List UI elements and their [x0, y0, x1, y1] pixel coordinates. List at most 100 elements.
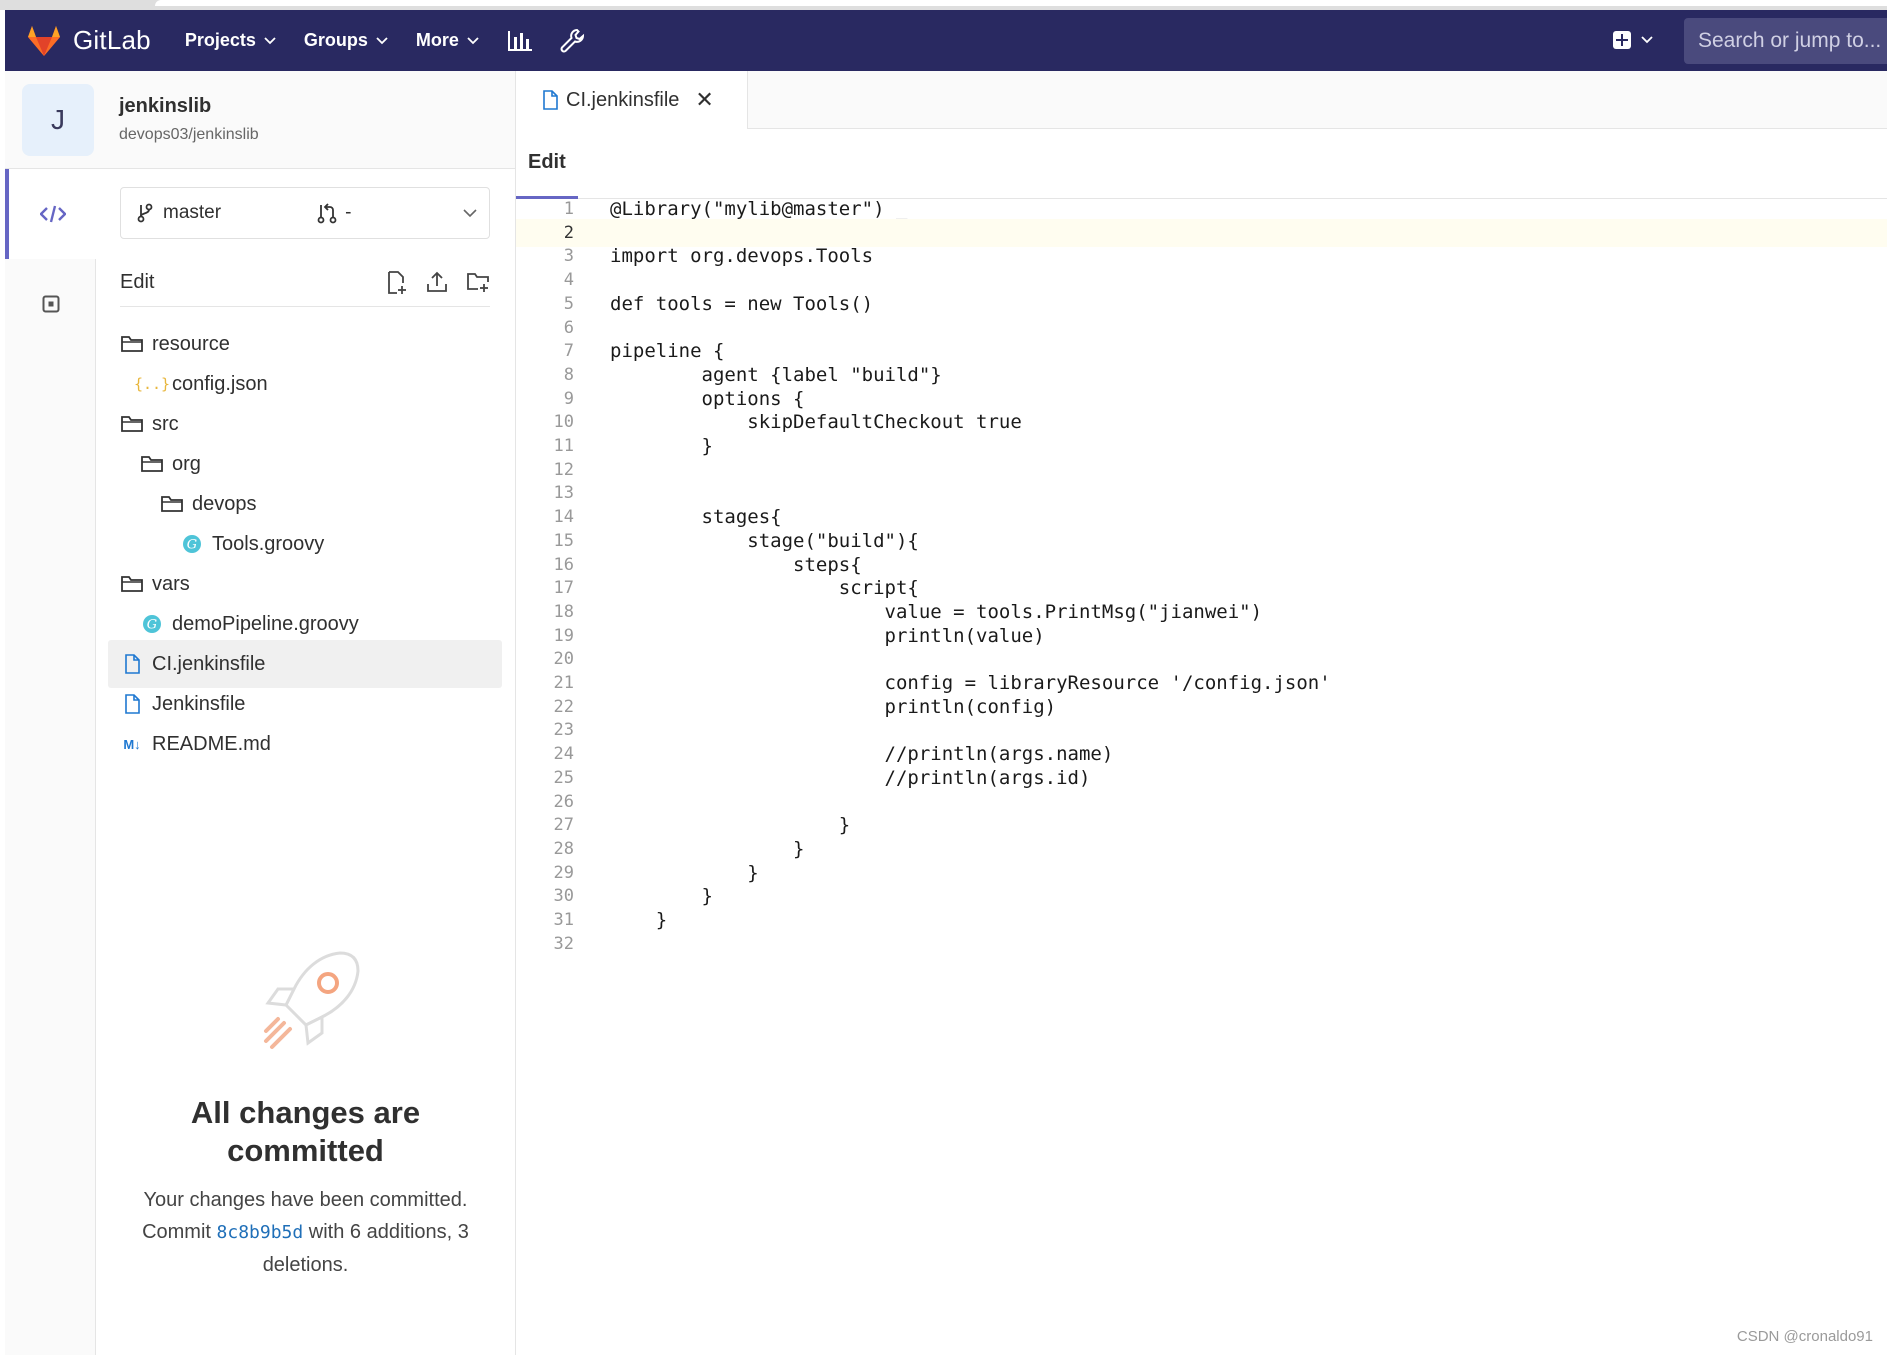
code-line: 30 }	[516, 882, 1887, 910]
tree-item-label: demoPipeline.groovy	[172, 612, 359, 635]
tree-item[interactable]: M↓ README.md	[108, 720, 502, 768]
code-text: steps{	[610, 553, 862, 576]
tab-edit[interactable]: Edit	[516, 129, 578, 199]
code-text: }	[610, 861, 759, 884]
folder-icon	[120, 575, 144, 593]
plus-square-icon	[1613, 31, 1631, 49]
chevron-down-icon	[376, 36, 388, 44]
empty-state-description: Your changes have been committed. Commit…	[96, 1184, 515, 1281]
code-text: pipeline {	[610, 340, 725, 363]
merge-request-value: -	[345, 202, 352, 223]
line-number: 18	[553, 601, 574, 622]
close-icon[interactable]: ✕	[695, 87, 714, 112]
folder-icon	[140, 455, 164, 473]
line-number: 3	[563, 246, 574, 267]
code-line: 1@Library("mylib@master") _	[516, 195, 1887, 223]
code-text: agent {label "build"}	[610, 363, 942, 386]
project-path: devops03/jenkinslib	[119, 126, 259, 143]
panel-divider[interactable]	[515, 71, 516, 1355]
code-line: 14 stages{	[516, 503, 1887, 531]
code-text: //println(args.name)	[610, 743, 1114, 766]
tree-item-label: config.json	[172, 372, 268, 395]
code-line: 11 }	[516, 432, 1887, 460]
nav-groups[interactable]: Groups	[304, 30, 388, 51]
line-number: 8	[563, 364, 574, 385]
upload-icon[interactable]	[426, 271, 448, 293]
new-directory-icon[interactable]	[466, 271, 490, 293]
gitlab-logo[interactable]: GitLab	[27, 25, 151, 57]
line-number: 31	[553, 910, 574, 930]
code-line: 24 //println(args.name)	[516, 740, 1887, 768]
tree-item[interactable]: vars	[108, 560, 502, 608]
code-line: 6	[516, 314, 1887, 342]
line-number: 10	[553, 412, 574, 433]
code-text: }	[610, 814, 851, 837]
code-line: 13	[516, 479, 1887, 507]
groovy-file-icon: G	[140, 614, 164, 634]
line-number: 15	[553, 530, 574, 551]
folder-icon	[120, 335, 144, 353]
tree-item-label: Jenkinsfile	[152, 692, 246, 715]
code-text: def tools = new Tools()	[610, 292, 874, 315]
line-number: 19	[553, 625, 574, 646]
tree-item[interactable]: CI.jenkinsfile	[108, 640, 502, 688]
new-file-icon[interactable]	[386, 270, 408, 295]
tree-item[interactable]: {..}config.json	[108, 360, 502, 408]
editor-tabs-bar: CI.jenkinsfile ✕	[516, 71, 1887, 129]
tree-item-label: resource	[152, 332, 230, 355]
brand-name: GitLab	[73, 25, 151, 55]
rocket-illustration-icon	[263, 951, 360, 1049]
code-text: stage("build"){	[610, 529, 919, 552]
line-number: 22	[553, 696, 574, 717]
admin-wrench-icon[interactable]	[559, 28, 585, 54]
code-text: options {	[610, 387, 805, 410]
edit-mode-button[interactable]	[5, 169, 96, 259]
line-number: 13	[553, 483, 574, 504]
branch-selector[interactable]: master -	[120, 187, 490, 239]
new-dropdown-button[interactable]	[1612, 30, 1653, 50]
avatar: J	[22, 84, 94, 156]
branch-name: master	[163, 202, 222, 223]
nav-projects[interactable]: Projects	[185, 30, 276, 51]
markdown-icon: M↓	[123, 736, 141, 752]
tab-label: CI.jenkinsfile	[566, 88, 680, 111]
project-header[interactable]: J jenkinslib devops03/jenkinslib	[5, 71, 515, 169]
code-text: stages{	[610, 506, 782, 529]
code-icon	[39, 205, 66, 223]
code-line: 12	[516, 456, 1887, 484]
desc-prefix: Your changes have been committed. Commit	[142, 1189, 468, 1243]
line-number: 26	[553, 791, 574, 812]
tree-item[interactable]: org	[108, 440, 502, 488]
commit-mode-button[interactable]	[5, 259, 96, 349]
tree-item[interactable]: src	[108, 400, 502, 448]
commit-sha-link[interactable]: 8c8b9b5d	[216, 1222, 304, 1243]
code-line: 20	[516, 645, 1887, 673]
top-navbar: GitLab Projects Groups More Search or ju…	[5, 10, 1887, 71]
code-line: 29 }	[516, 859, 1887, 887]
search-input[interactable]: Search or jump to...	[1684, 18, 1887, 64]
line-number: 17	[553, 578, 574, 599]
tree-item-label: README.md	[152, 732, 271, 755]
chevron-down-icon	[1641, 36, 1653, 44]
tree-item-label: devops	[192, 492, 257, 515]
line-number: 1	[563, 199, 574, 219]
nav-more[interactable]: More	[416, 30, 479, 51]
tree-item[interactable]: Jenkinsfile	[108, 680, 502, 728]
json-file-icon: {..}	[133, 375, 171, 393]
activity-chart-icon[interactable]	[507, 29, 533, 53]
code-line: 27 }	[516, 811, 1887, 839]
line-number: 4	[563, 270, 574, 291]
tree-item[interactable]: resource	[108, 320, 502, 368]
tab-ci-jenkinsfile[interactable]: CI.jenkinsfile ✕	[516, 71, 748, 129]
tree-item-label: vars	[152, 572, 190, 595]
tree-item-label: org	[172, 452, 201, 475]
line-number: 25	[553, 767, 574, 788]
project-name: jenkinslib	[119, 95, 212, 117]
tree-item[interactable]: devops	[108, 480, 502, 528]
chevron-down-icon	[463, 208, 477, 217]
